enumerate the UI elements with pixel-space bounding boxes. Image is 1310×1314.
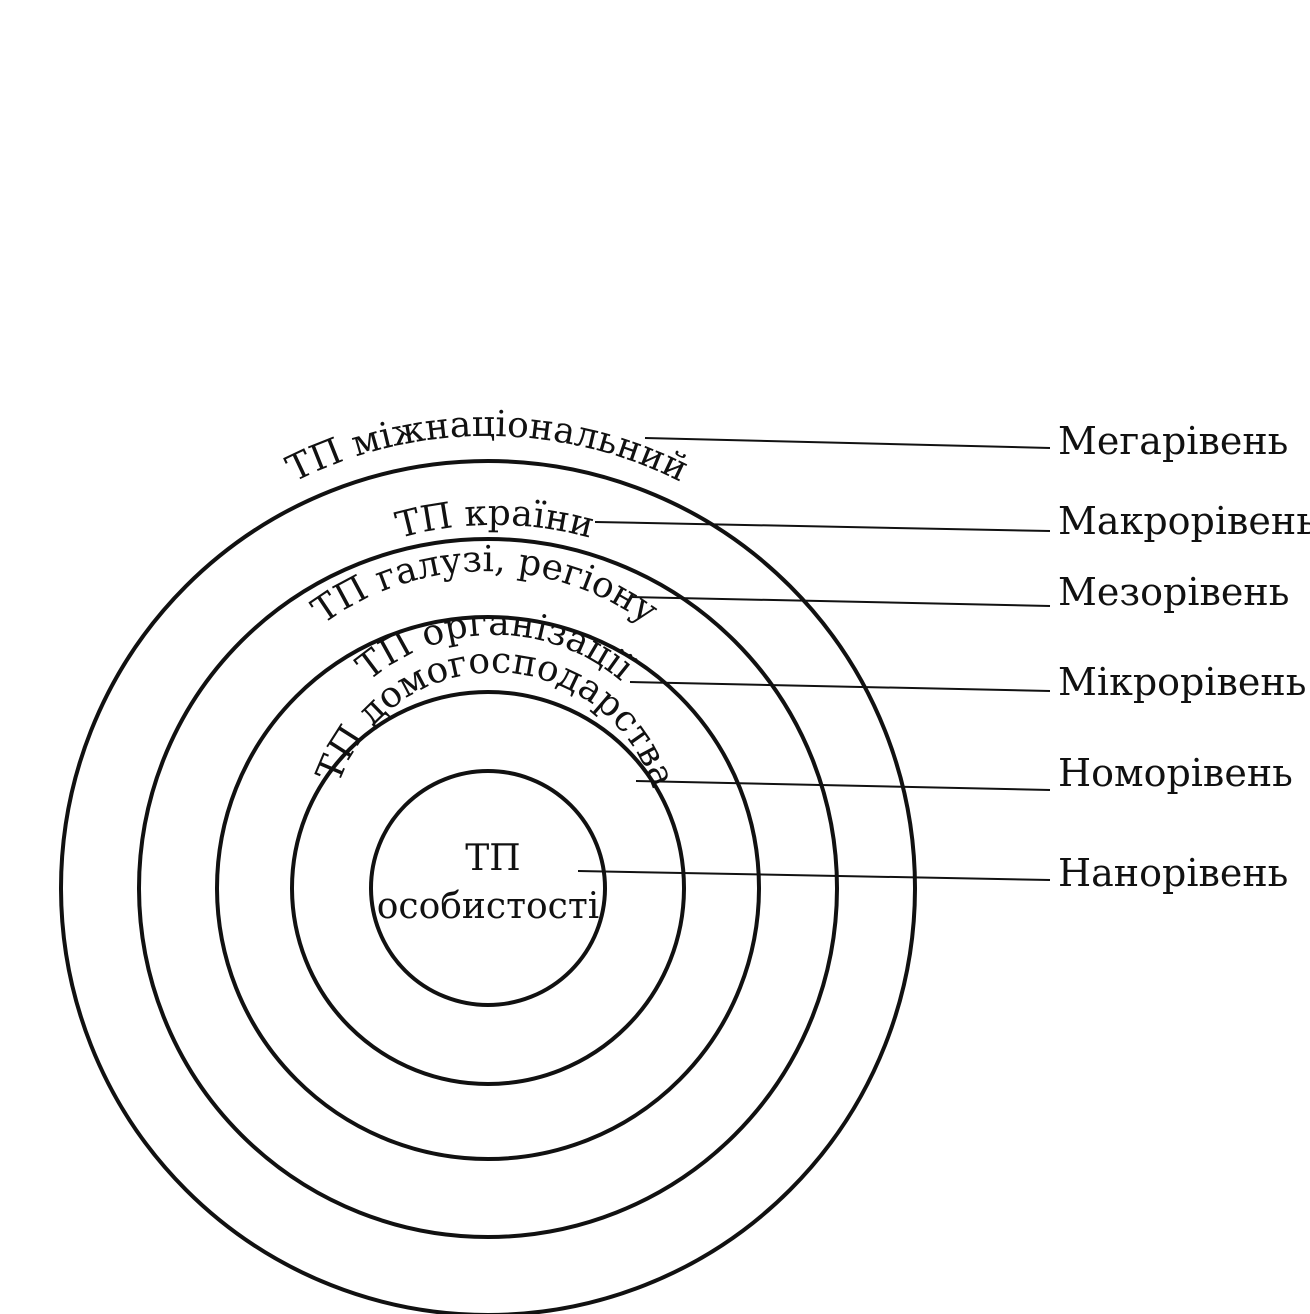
center-label-line1: ТП	[465, 838, 520, 879]
ring-industry-region	[215, 615, 761, 1161]
ring-household	[369, 769, 607, 1007]
center-label-line2: особистості	[377, 886, 600, 927]
leader-line-mega	[644, 437, 1051, 449]
level-label-nano: Нанорівень	[1058, 851, 1288, 895]
level-label-meso: Мезорівень	[1058, 570, 1289, 614]
ring-country	[137, 537, 839, 1239]
leader-line-macro	[594, 521, 1051, 532]
ring-multinational	[59, 459, 917, 1314]
leader-line-nomo	[635, 780, 1051, 791]
level-label-nomo: Номорівень	[1058, 751, 1293, 795]
level-label-micro: Мікрорівень	[1058, 660, 1306, 704]
leader-line-meso	[631, 596, 1051, 607]
ring-organization	[290, 690, 686, 1086]
ring-label-multinational: ТП міжнаціональний	[280, 404, 694, 490]
level-label-mega: Мегарівень	[1058, 419, 1288, 463]
leader-line-nano	[577, 870, 1051, 881]
leader-line-micro	[629, 681, 1051, 692]
level-label-macro: Макрорівень	[1058, 499, 1310, 543]
